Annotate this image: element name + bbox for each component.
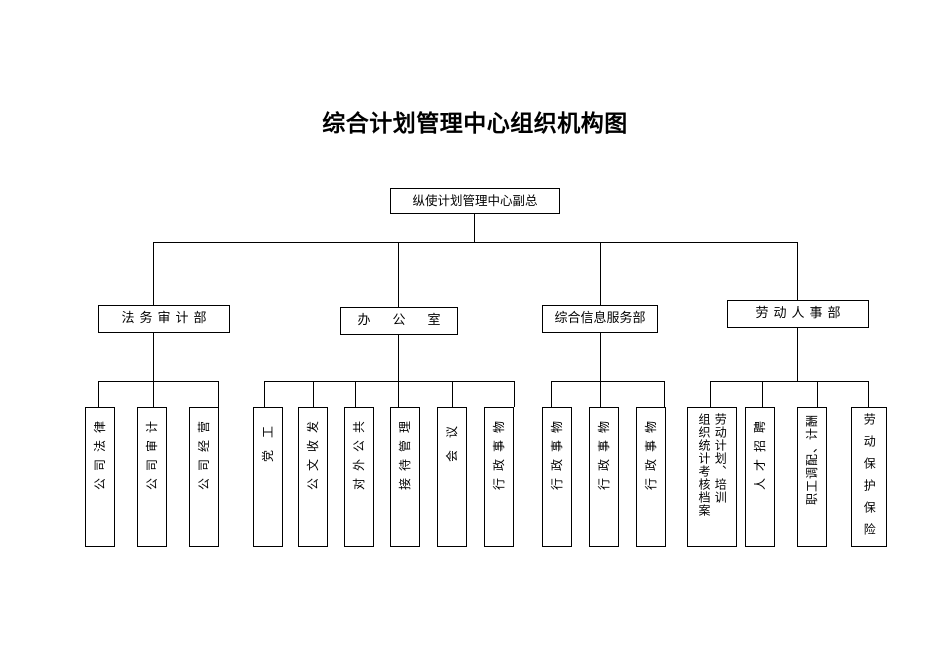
root-node-label: 纵使计划管理中心副总 [412,193,538,209]
leaf-inner: 接待管理 [391,408,419,546]
department-label-legal-audit: 法务审计部 [121,310,212,326]
connector-leaf-info-service-1 [551,381,552,407]
leaf-node-labor-hr-3: 职工调配、计酬 [797,407,827,547]
connector-leaf-labor-hr-1 [710,381,711,407]
connector-leaf-office-5 [452,381,453,407]
leaf-label-office-1: 党工 [261,414,275,463]
department-label-office: 办公室 [357,312,463,328]
connector-root-stem [474,214,475,242]
leaf-node-legal-audit-1: 公司法律 [85,407,115,547]
leaf-label-labor-hr-1-col-b: 组织统计考核档案 [697,413,711,517]
department-label-labor-hr: 劳动人事部 [755,305,846,321]
department-label-info-service: 综合信息服务部 [554,310,646,326]
connector-leaf-labor-hr-4 [868,381,869,407]
connector-leaf-office-3 [355,381,356,407]
department-node-office: 办公室 [340,307,458,335]
leaf-inner: 党工 [254,408,282,546]
leaf-label-office-6: 行政事物 [492,414,506,491]
connector-leaf-legal-audit-2 [153,381,154,407]
leaf-node-labor-hr-4: 劳动保护保险 [851,407,887,547]
leaf-inner: 组织统计考核档案 劳动计划、培训 [688,408,736,546]
leaf-label-office-4: 接待管理 [398,414,412,491]
connector-drop-legal-audit [153,242,154,305]
leaf-label-labor-hr-1-col-a: 劳动计划、培训 [713,413,728,504]
connector-bus-legal-audit [98,381,218,382]
leaf-node-office-3: 对外公共 [344,407,374,547]
department-node-info-service: 综合信息服务部 [542,305,658,333]
leaf-node-office-1: 党工 [253,407,283,547]
leaf-inner: 公文收发 [299,408,327,546]
leaf-inner: 公司审计 [138,408,166,546]
leaf-inner: 公司经营 [190,408,218,546]
department-node-legal-audit: 法务审计部 [98,305,230,333]
leaf-node-legal-audit-3: 公司经营 [189,407,219,547]
department-node-labor-hr: 劳动人事部 [727,300,869,328]
connector-drop-office [398,242,399,307]
connector-leaf-office-1 [264,381,265,407]
leaf-inner: 行政事物 [485,408,513,546]
leaf-node-info-service-3: 行政事物 [636,407,666,547]
leaf-inner: 人才招聘 [746,408,774,546]
leaf-node-labor-hr-2: 人才招聘 [745,407,775,547]
leaf-label-legal-audit-2: 公司审计 [145,414,159,491]
connector-bus-labor-hr [710,381,868,382]
leaf-inner: 对外公共 [345,408,373,546]
leaf-inner: 行政事物 [590,408,618,546]
leaf-label-info-service-3: 行政事物 [644,414,658,491]
connector-stem-labor-hr [797,328,798,381]
leaf-inner: 会议 [438,408,466,546]
leaf-label-info-service-2: 行政事物 [597,414,611,491]
leaf-label-legal-audit-3: 公司经营 [197,414,211,491]
connector-drop-info-service [600,242,601,305]
leaf-label-office-5: 会议 [445,414,459,463]
leaf-inner: 行政事物 [543,408,571,546]
leaf-node-labor-hr-1: 组织统计考核档案 劳动计划、培训 [687,407,737,547]
root-node: 纵使计划管理中心副总 [390,188,560,214]
leaf-label-info-service-1: 行政事物 [550,414,564,491]
leaf-label-labor-hr-4: 劳动保护保险 [862,413,877,545]
leaf-inner: 职工调配、计酬 [798,408,826,546]
connector-leaf-info-service-2 [600,381,601,407]
leaf-node-office-5: 会议 [437,407,467,547]
connector-leaf-office-6 [514,381,515,407]
connector-stem-office [398,335,399,381]
leaf-node-office-4: 接待管理 [390,407,420,547]
connector-bus-office [264,381,514,382]
connector-stem-info-service [600,333,601,381]
connector-leaf-legal-audit-1 [98,381,99,407]
leaf-node-info-service-1: 行政事物 [542,407,572,547]
leaf-inner: 公司法律 [86,408,114,546]
page-title: 综合计划管理中心组织机构图 [322,111,628,137]
connector-drop-labor-hr [797,242,798,300]
leaf-node-legal-audit-2: 公司审计 [137,407,167,547]
connector-leaf-legal-audit-3 [218,381,219,407]
connector-leaf-office-2 [313,381,314,407]
leaf-label-labor-hr-3: 职工调配、计酬 [805,414,819,506]
connector-leaf-labor-hr-2 [762,381,763,407]
leaf-node-info-service-2: 行政事物 [589,407,619,547]
leaf-label-legal-audit-1: 公司法律 [93,414,107,491]
connector-leaf-info-service-3 [664,381,665,407]
leaf-label-office-2: 公文收发 [306,414,320,491]
leaf-node-office-6: 行政事物 [484,407,514,547]
leaf-node-office-2: 公文收发 [298,407,328,547]
connector-main-bus [153,242,797,243]
leaf-label-office-3: 对外公共 [352,414,366,491]
leaf-inner: 行政事物 [637,408,665,546]
connector-leaf-office-4 [398,381,399,407]
leaf-label-labor-hr-2: 人才招聘 [753,414,767,491]
connector-leaf-labor-hr-3 [817,381,818,407]
leaf-inner: 劳动保护保险 [852,408,886,546]
connector-bus-info-service [551,381,664,382]
connector-stem-legal-audit [153,333,154,381]
